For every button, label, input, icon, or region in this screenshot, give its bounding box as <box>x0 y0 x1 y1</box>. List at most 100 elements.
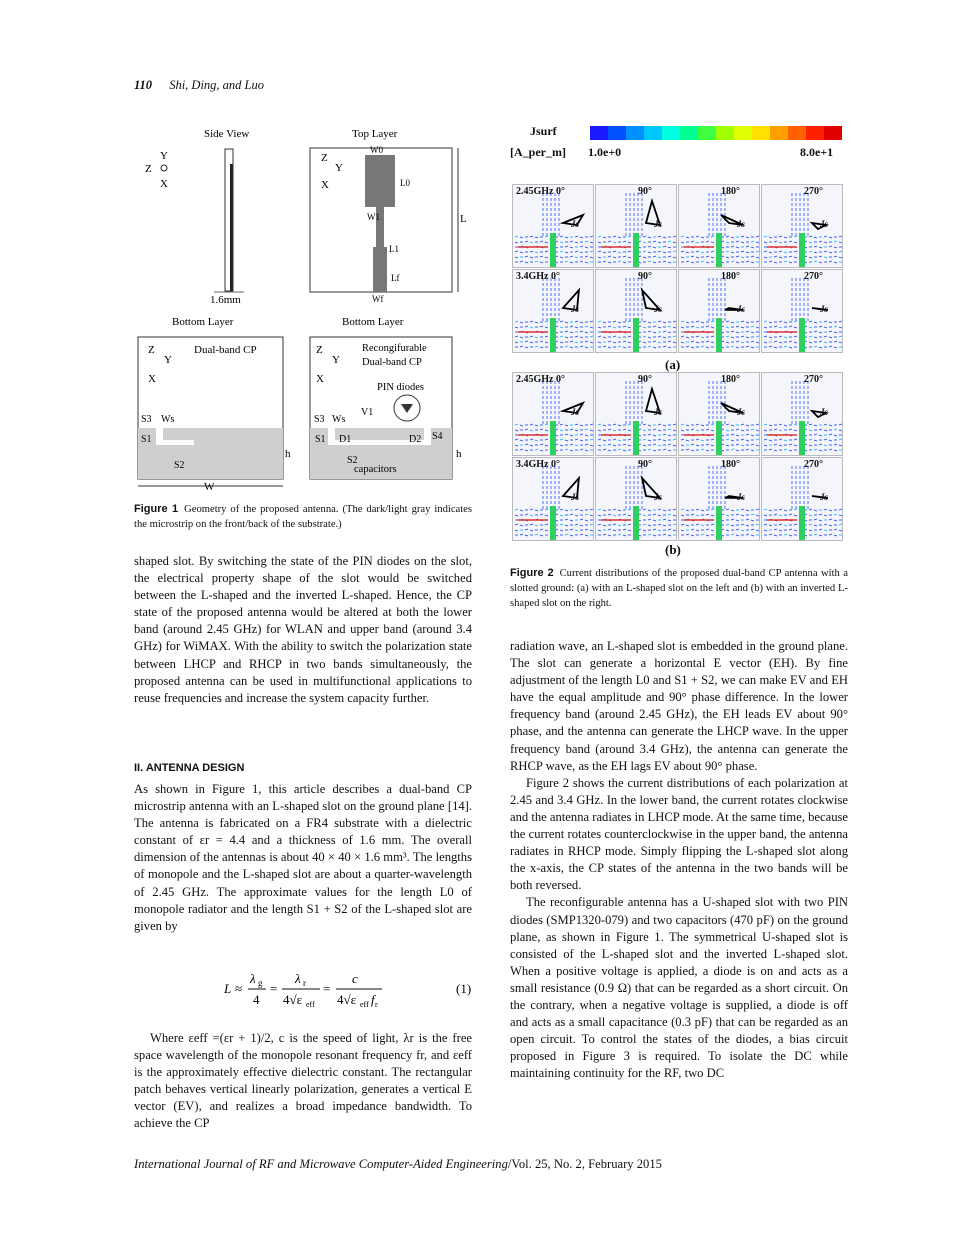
axis-x-3: X <box>148 373 156 385</box>
dim-s2-2: S2 <box>347 455 358 466</box>
colorbar-swatch <box>644 126 662 140</box>
phase-label: 90° <box>638 459 652 470</box>
dim-d2: D2 <box>409 434 421 445</box>
svg-text:λ: λ <box>294 971 301 986</box>
js-label: Js <box>820 304 829 314</box>
dim-h-1: h <box>285 448 291 460</box>
colorbar-swatch <box>608 126 626 140</box>
phase-label: 270° <box>804 271 823 282</box>
page-footer: International Journal of RF and Microwav… <box>134 1157 662 1172</box>
paragraph: As shown in Figure 1, this article descr… <box>134 782 472 933</box>
current-field <box>514 193 593 267</box>
axis-x-1: X <box>160 178 168 190</box>
js-label: Js <box>654 492 663 502</box>
current-cell: 2.45GHz 0°Js <box>512 184 594 268</box>
colorbar-swatch <box>626 126 644 140</box>
dim-h-2: h <box>456 448 462 460</box>
current-field <box>680 381 759 455</box>
svg-text:r: r <box>375 1000 378 1009</box>
right-column: radiation wave, an L-shaped slot is embe… <box>510 638 848 1082</box>
label-reconfigurable-sub: Dual-band CP <box>362 357 422 368</box>
phase-label: 2.45GHz 0° <box>516 374 565 385</box>
svg-text:g: g <box>258 978 263 988</box>
colorbar-swatch <box>680 126 698 140</box>
phase-label: 180° <box>721 186 740 197</box>
label-side-view: Side View <box>204 128 249 140</box>
axis-y-4: Y <box>332 354 340 366</box>
current-field <box>680 193 759 267</box>
colorbar-swatch <box>806 126 824 140</box>
js-label: Js <box>820 407 829 417</box>
current-cell: 180°Js <box>678 457 760 541</box>
dim-w1: W1 <box>367 212 380 222</box>
current-field <box>763 278 842 352</box>
current-field <box>514 381 593 455</box>
dim-v1: V1 <box>361 407 373 418</box>
label-capacitors: capacitors <box>354 464 397 475</box>
section-heading: II. ANTENNA DESIGN <box>134 762 245 774</box>
svg-text:λ: λ <box>249 971 256 986</box>
current-cell: 90°Js <box>595 269 677 353</box>
js-label: Js <box>737 407 746 417</box>
phase-label: 270° <box>804 186 823 197</box>
js-label: Js <box>571 407 580 417</box>
colorbar-swatch <box>770 126 788 140</box>
figure-2-label: Figure 2 <box>510 567 554 579</box>
label-reconfigurable: Recongifurable <box>362 343 427 354</box>
label-bottom-layer-left: Bottom Layer <box>172 316 234 328</box>
journal-name: International Journal of RF and Microwav… <box>134 1157 508 1171</box>
colorbar-min: 1.0e+0 <box>588 145 622 159</box>
dim-d1: D1 <box>339 434 351 445</box>
svg-text:eff: eff <box>306 1000 315 1009</box>
figure-1-caption-text: Geometry of the proposed antenna. (The d… <box>134 504 472 530</box>
left-column-p1: shaped slot. By switching the state of t… <box>134 553 472 707</box>
current-cell: 90° Js <box>595 372 677 456</box>
colorbar-swatch <box>734 126 752 140</box>
current-cell: 3.4GHz 0°Js <box>512 269 594 353</box>
js-label: Js <box>571 492 580 502</box>
dim-l1: L1 <box>389 244 399 254</box>
phase-label: 90° <box>638 186 652 197</box>
colorbar-swatch <box>590 126 608 140</box>
axis-y-2: Y <box>335 162 343 174</box>
js-label: Js <box>737 304 746 314</box>
paragraph: The reconfigurable antenna has a U-shape… <box>510 895 848 1081</box>
paragraph: shaped slot. By switching the state of t… <box>134 554 472 705</box>
current-field <box>763 193 842 267</box>
current-field <box>763 466 842 540</box>
axis-y-3: Y <box>164 354 172 366</box>
figure-1-label: Figure 1 <box>134 503 179 515</box>
dim-lf: Lf <box>391 273 400 283</box>
colorbar <box>590 126 842 140</box>
colorbar-unit: [A_per_m] <box>510 145 566 159</box>
colorbar-swatch <box>752 126 770 140</box>
js-label: Js <box>737 492 746 502</box>
svg-text:=: = <box>270 981 277 996</box>
dim-s4: S4 <box>432 431 443 442</box>
svg-text:L: L <box>223 981 231 996</box>
current-cell: 270°Js <box>761 457 843 541</box>
phase-label: 90° <box>638 374 652 385</box>
svg-text:4√ε: 4√ε <box>283 992 303 1007</box>
dim-wf: Wf <box>372 294 384 304</box>
page-header: 110 Shi, Ding, and Luo <box>134 78 264 93</box>
axis-x-2: X <box>321 179 329 191</box>
label-dual-band-cp: Dual-band CP <box>194 344 257 356</box>
js-label: Js <box>654 407 663 417</box>
svg-text:c: c <box>352 971 358 986</box>
current-cell: 270°Js <box>761 184 843 268</box>
current-cell: 90° Js <box>595 457 677 541</box>
js-label: Js <box>737 219 746 229</box>
paragraph: Where εeff =(εr + 1)/2, c is the speed o… <box>134 1031 472 1131</box>
current-field <box>514 278 593 352</box>
dim-w: W <box>204 481 215 492</box>
current-cell: 180°Js <box>678 372 760 456</box>
subfigure-b-label: (b) <box>665 542 681 557</box>
colorbar-swatch <box>698 126 716 140</box>
label-bottom-layer-right: Bottom Layer <box>342 316 404 328</box>
paragraph: radiation wave, an L-shaped slot is embe… <box>510 639 848 773</box>
